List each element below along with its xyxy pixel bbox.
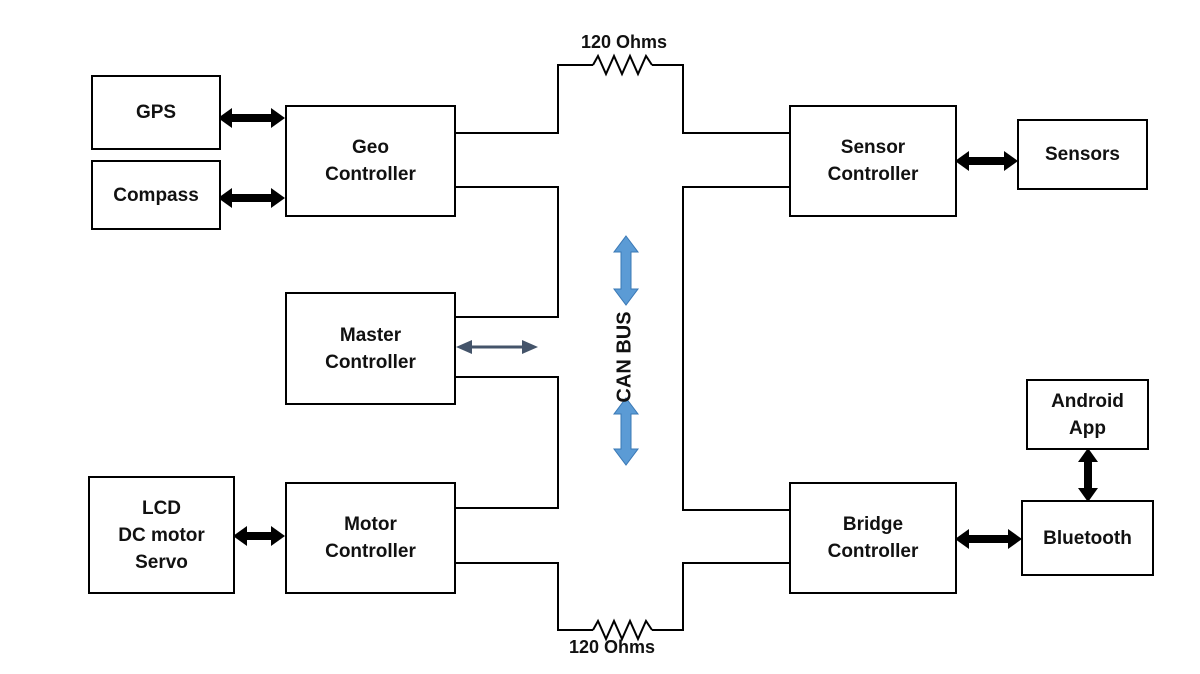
compass-geo-arrow — [218, 188, 285, 208]
bluetooth-box: Bluetooth — [1021, 500, 1154, 576]
sensor-controller-box: Sensor Controller — [789, 105, 957, 217]
gps-box: GPS — [91, 75, 221, 150]
can-bus-label: CAN BUS — [613, 311, 636, 403]
lcd-dc-motor-servo-box: LCD DC motor Servo — [88, 476, 235, 594]
android-app-box: Android App — [1026, 379, 1149, 450]
master-controller-box: Master Controller — [285, 292, 456, 405]
bridge-bluetooth-arrow — [955, 529, 1022, 549]
bottom-bus-line — [455, 562, 789, 642]
top-resistor-label: 120 Ohms — [581, 32, 668, 52]
left-bus-line — [455, 186, 559, 509]
gps-geo-arrow — [218, 108, 285, 128]
bridge-controller-box: Bridge Controller — [789, 482, 957, 594]
geo-controller-box: Geo Controller — [285, 105, 456, 217]
top-bus-line — [455, 53, 789, 134]
sensors-box: Sensors — [1017, 119, 1148, 190]
can-bus-arrow-lower — [613, 397, 639, 466]
master-bus-arrow — [456, 340, 538, 354]
sensor-sensors-arrow — [955, 151, 1018, 171]
bottom-resistor — [592, 618, 653, 642]
motor-controller-box: Motor Controller — [285, 482, 456, 594]
bottom-resistor-label: 120 Ohms — [569, 637, 656, 657]
can-bus-arrow-upper — [613, 235, 639, 306]
lcd-motor-arrow — [233, 526, 285, 546]
right-bus-line — [682, 186, 789, 511]
top-resistor — [592, 53, 653, 77]
compass-box: Compass — [91, 160, 221, 230]
android-bluetooth-arrow — [1078, 448, 1098, 502]
